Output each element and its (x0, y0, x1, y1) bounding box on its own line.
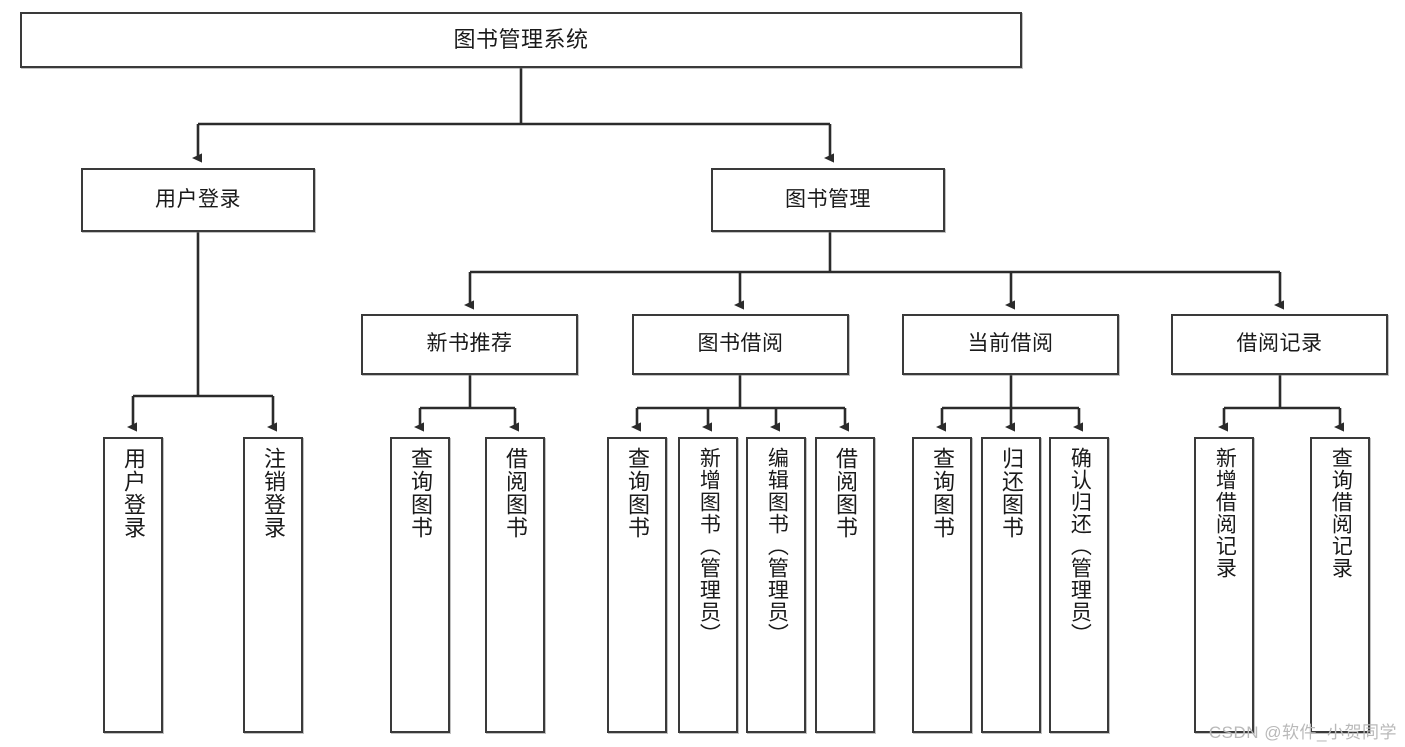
node-label: 编辑图书（管理员） (765, 447, 789, 645)
node-label: 图书借阅 (697, 332, 784, 356)
node-label: 图书管理 (785, 187, 871, 211)
node-label: 查询图书 (407, 447, 433, 539)
leaf-query-book-current[interactable]: 查询图书 (912, 437, 972, 733)
node-label: 用户登录 (120, 447, 146, 539)
leaf-logout-login[interactable]: 注销登录 (243, 437, 303, 733)
node-label: 查询借阅记录 (1329, 447, 1353, 579)
node-label: 查询图书 (929, 447, 955, 539)
leaf-borrow-book[interactable]: 借阅图书 (815, 437, 875, 733)
node-book-management[interactable]: 图书管理 (711, 168, 945, 232)
leaf-query-borrow-record[interactable]: 查询借阅记录 (1310, 437, 1370, 733)
node-label: 新增借阅记录 (1213, 447, 1237, 579)
node-label: 新书推荐 (426, 332, 513, 356)
node-label: 确认归还（管理员） (1068, 447, 1092, 645)
leaf-edit-book-admin[interactable]: 编辑图书（管理员） (746, 437, 806, 733)
leaf-add-borrow-record[interactable]: 新增借阅记录 (1194, 437, 1254, 733)
node-root-book-management-system[interactable]: 图书管理系统 (20, 12, 1022, 68)
leaf-borrow-book-new[interactable]: 借阅图书 (485, 437, 545, 733)
node-label: 新增图书（管理员） (697, 447, 721, 645)
node-label: 归还图书 (998, 447, 1024, 539)
leaf-return-book[interactable]: 归还图书 (981, 437, 1041, 733)
node-label: 当前借阅 (967, 332, 1054, 356)
leaf-confirm-return-admin[interactable]: 确认归还（管理员） (1049, 437, 1109, 733)
node-label: 借阅图书 (502, 447, 528, 539)
watermark: CSDN @软件_小贺同学 (1208, 723, 1397, 742)
leaf-query-book-new[interactable]: 查询图书 (390, 437, 450, 733)
leaf-user-login[interactable]: 用户登录 (103, 437, 163, 733)
node-book-borrow[interactable]: 图书借阅 (632, 314, 849, 375)
node-label: 用户登录 (155, 187, 241, 211)
node-label: 查询图书 (624, 447, 650, 539)
leaf-add-book-admin[interactable]: 新增图书（管理员） (678, 437, 738, 733)
node-label: 注销登录 (260, 447, 286, 539)
node-borrow-record[interactable]: 借阅记录 (1171, 314, 1388, 375)
node-new-book-recommend[interactable]: 新书推荐 (361, 314, 578, 375)
node-label: 借阅图书 (832, 447, 858, 539)
node-current-borrow[interactable]: 当前借阅 (902, 314, 1119, 375)
node-label: 借阅记录 (1236, 332, 1323, 356)
node-user-login[interactable]: 用户登录 (81, 168, 315, 232)
leaf-query-book-borrow[interactable]: 查询图书 (607, 437, 667, 733)
node-label: 图书管理系统 (453, 27, 589, 53)
